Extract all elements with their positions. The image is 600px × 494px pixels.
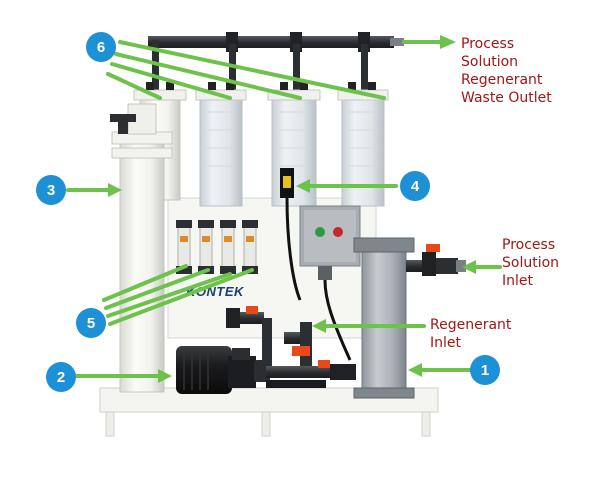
callout-2-arrowhead [158,369,172,383]
label-process-inlet-line-2: Solution [502,255,560,271]
label-regenerant-inlet: Regenerant Inlet [430,316,511,352]
label-waste-outlet-line-4: Waste Outlet [461,90,552,106]
label-regenerant-inlet-line-2: Inlet [430,335,461,351]
callout-5-line-c [106,272,232,318]
label-regenerant-inlet-line-1: Regenerant [430,317,512,333]
callout-3-arrowhead [108,183,122,197]
callout-6-line-b [114,52,302,100]
waste-outlet-arrowhead [440,35,456,49]
callout-5-line-b [104,268,210,310]
callout-5-line-d [108,268,254,326]
callout-6-line-c [110,62,232,100]
label-waste-outlet-line-3: Regenerant [461,72,543,88]
callout-2-badge: 2 [46,362,76,392]
callout-5-badge: 5 [76,308,106,338]
label-waste-outlet-line-1: Process [461,36,515,52]
callout-1-badge: 1 [470,355,500,385]
label-waste-outlet-line-2: Solution [461,54,519,70]
process-inlet-arrowhead [462,260,476,274]
callout-6-line-a [118,40,386,100]
label-process-inlet-line-3: Inlet [502,273,533,289]
callout-5-line-a [102,264,188,302]
callout-4-arrowhead [296,179,310,193]
callout-3-badge: 3 [36,175,66,205]
label-process-inlet-line-1: Process [502,237,556,253]
callout-4-badge: 4 [400,171,430,201]
callout-6-badge: 6 [86,32,116,62]
callout-1-arrowhead [408,363,422,377]
label-process-inlet: Process Solution Inlet [502,236,559,290]
callout-6-line-d [106,72,162,100]
regenerant-inlet-arrowhead [312,319,326,333]
label-waste-outlet: Process Solution Regenerant Waste Outlet [461,35,552,107]
